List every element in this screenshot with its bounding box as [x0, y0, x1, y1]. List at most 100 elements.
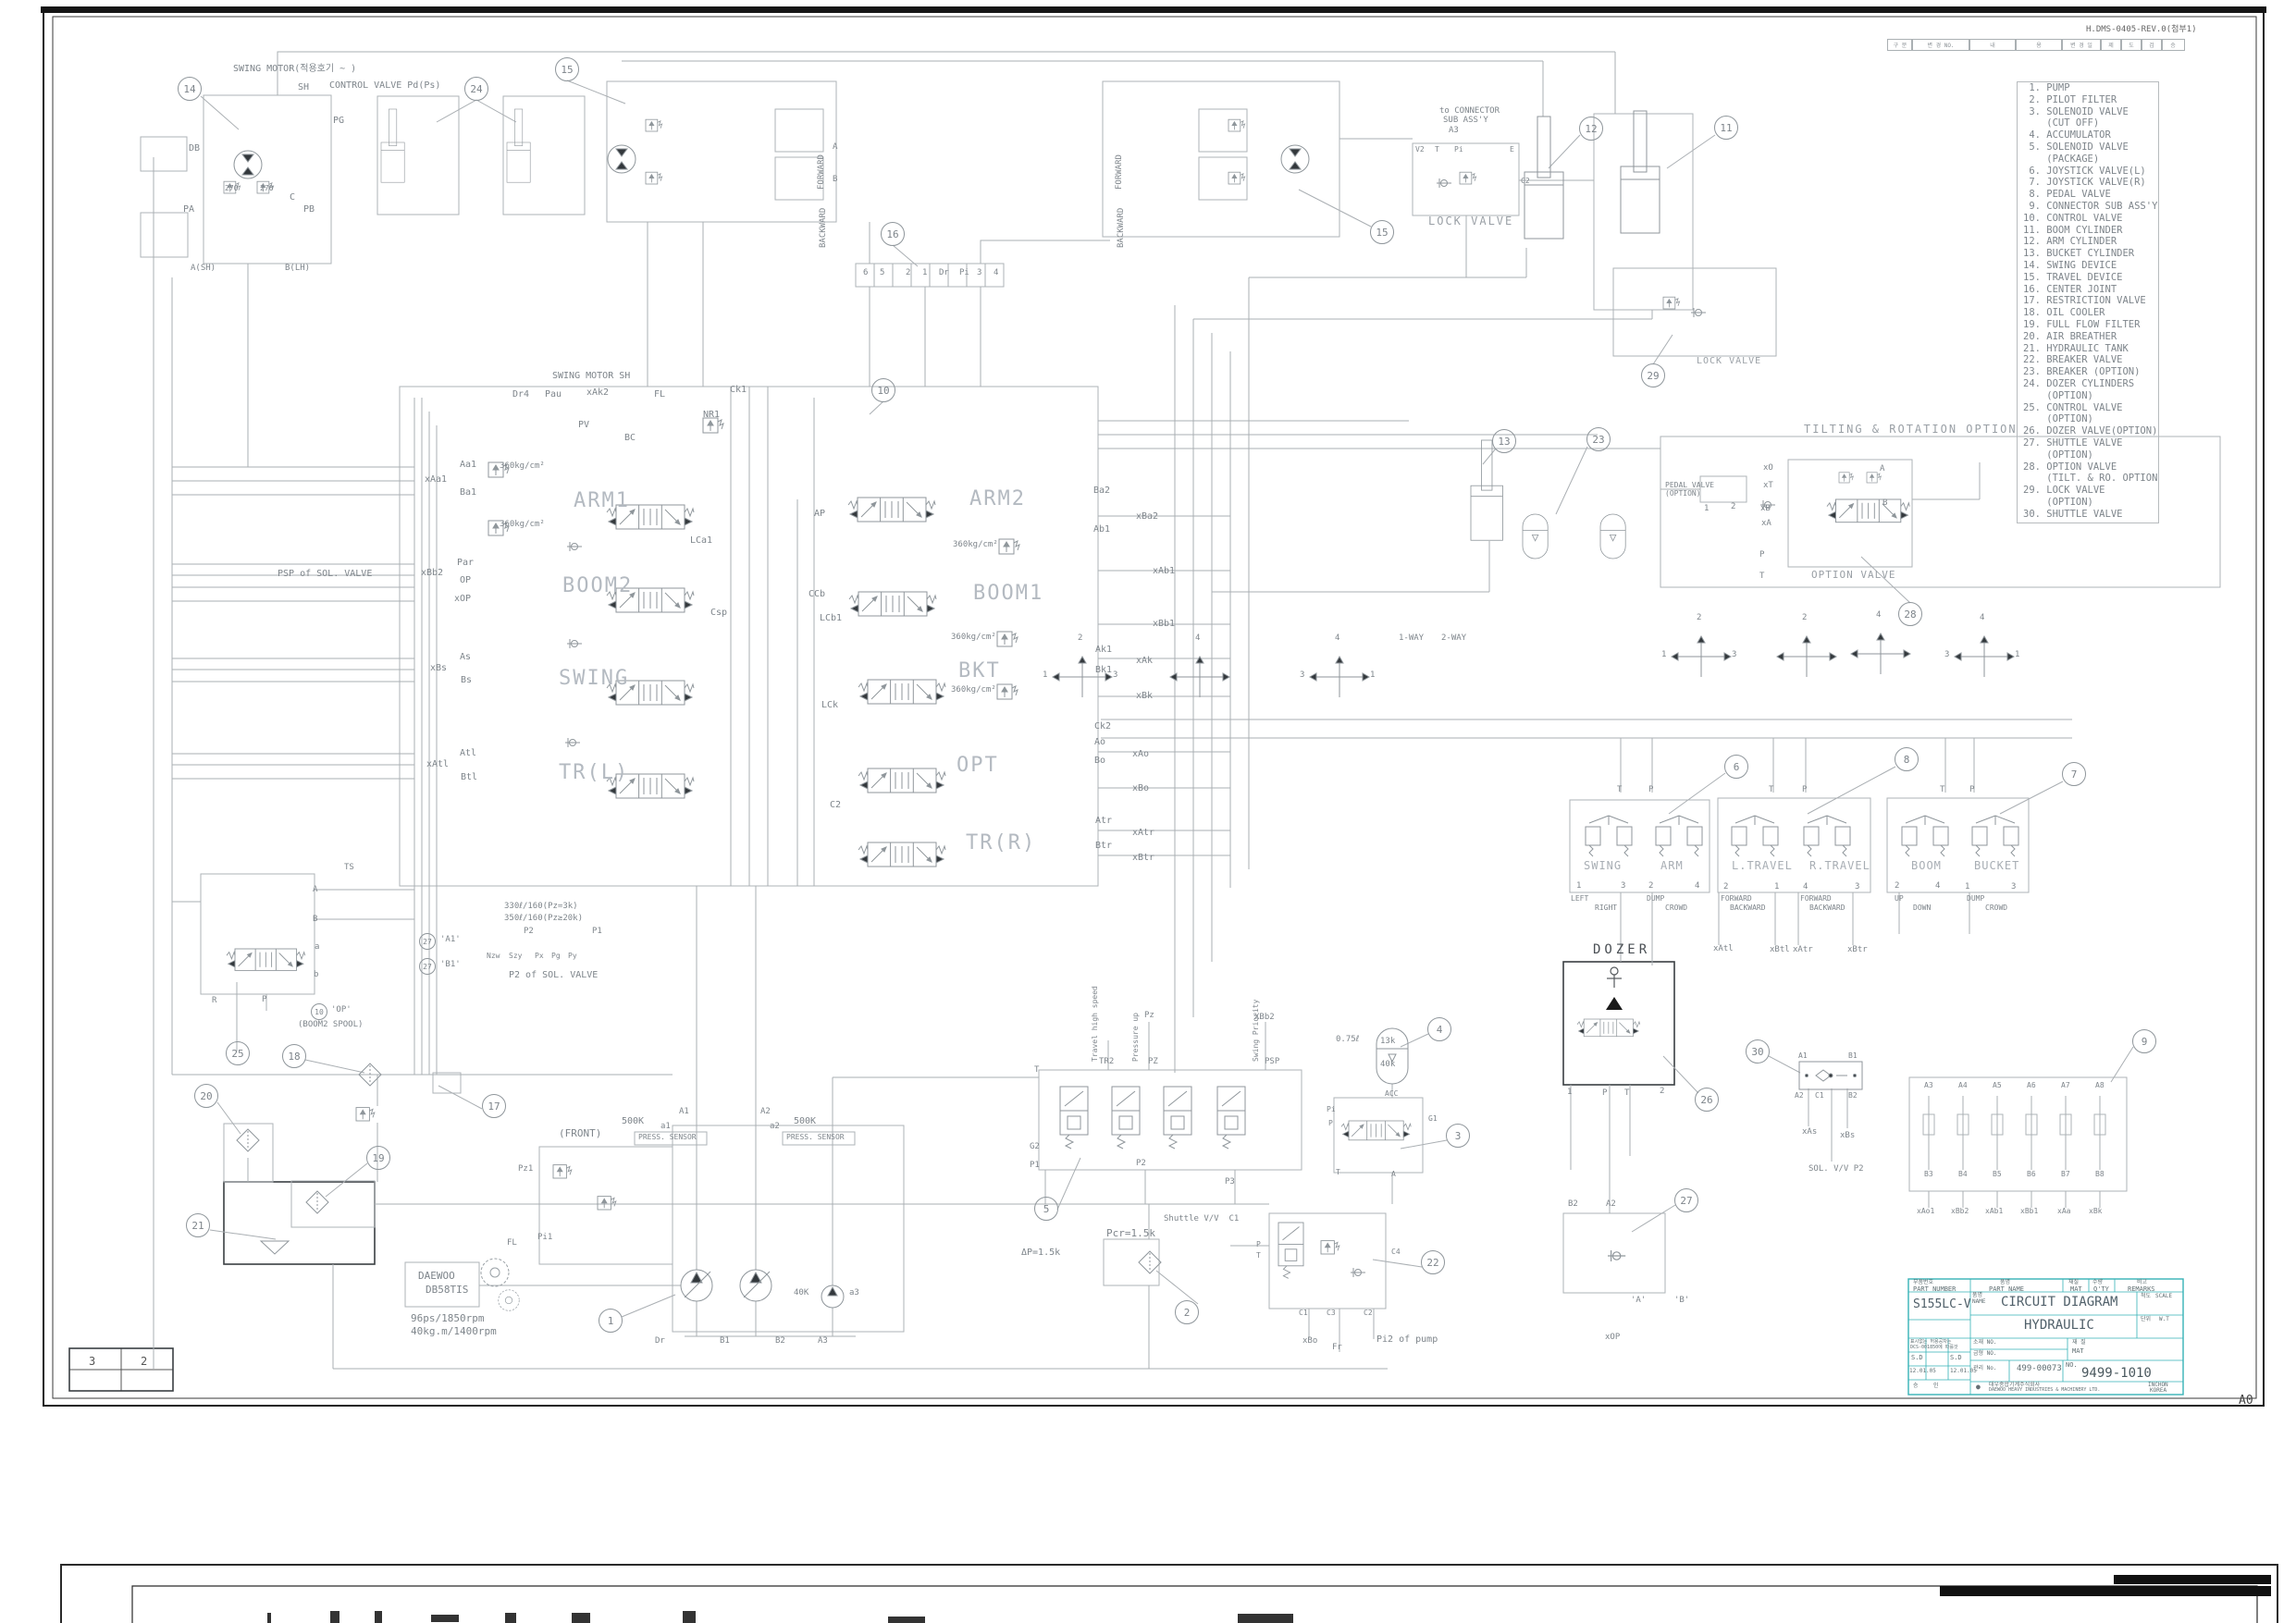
component-box [1198, 156, 1248, 201]
second-sheet-border [60, 1564, 2278, 1623]
diagram-label: Btl [461, 772, 478, 782]
diagram-label: 대우종합기계주식회사 [1989, 1382, 2041, 1388]
relief-symbol [645, 118, 662, 132]
strainer-symbol [260, 1240, 290, 1255]
circuit-line [438, 1085, 483, 1110]
revision-header-cell: 용 [2015, 39, 2063, 51]
parts-list-item: 2. PILOT FILTER [2023, 93, 2117, 105]
diagram-label: FORWARD [817, 154, 826, 190]
diagram-label: C1 [1299, 1309, 1308, 1317]
diagram-label: to CONNECTOR [1439, 106, 1500, 116]
circuit-line [1999, 781, 2064, 815]
diagram-label: 1 [1043, 670, 1048, 680]
diagram-label: P [262, 995, 267, 1004]
sheet-top-bar [41, 6, 2266, 13]
diagram-label: HYDRAULIC [2024, 1318, 2094, 1333]
diagram-label: B6 [2027, 1170, 2036, 1178]
diagram-label: B2 [1848, 1091, 1858, 1100]
circuit-line [1155, 1270, 1199, 1305]
diagram-label: xBo [1132, 783, 1150, 793]
component-box [140, 136, 188, 172]
diagram-label: xAb1 [1153, 566, 1176, 576]
component-box [774, 108, 824, 153]
diagram-label: A [1880, 464, 1885, 473]
diagram-label: T [1336, 1168, 1340, 1176]
diagram-label: A0 [2239, 1394, 2253, 1408]
diagram-label: A(SH) [191, 264, 216, 273]
dvalve-symbol [858, 768, 946, 793]
title-block-border [1907, 1278, 2184, 1396]
solv-symbol [1216, 1086, 1246, 1150]
callout-25: 25 [226, 1041, 250, 1065]
diagram-label: 소재 NO. [1973, 1339, 1997, 1346]
parts-list-item: 6. JOYSTICK VALVE(L) [2023, 165, 2146, 177]
component-box [1198, 108, 1248, 153]
component-box [432, 1072, 462, 1094]
cross-symbol [1052, 656, 1113, 698]
circuit-line [1056, 1157, 1081, 1211]
diagram-label: C2 [1364, 1309, 1373, 1317]
diagram-label: 2-WAY [1441, 633, 1467, 643]
diagram-label: A1 [1798, 1051, 1808, 1060]
callout-7: 7 [2062, 762, 2086, 786]
cyl-symbol [380, 108, 405, 183]
ppair-symbol [1731, 815, 1779, 857]
component-box [1268, 1212, 1387, 1309]
diagram-label: C1 [1815, 1091, 1824, 1100]
diagram-label: 12.01.05 [1909, 1368, 1936, 1374]
diagram-label: MAT [2072, 1347, 2084, 1355]
diagram-label: CIRCUIT DIAGRAM [2001, 1295, 2118, 1309]
component-box [774, 156, 824, 201]
diagram-label: 2 [906, 268, 911, 277]
diagram-label: ● [1976, 1383, 1981, 1391]
component-box [404, 1261, 480, 1308]
relief-symbol [996, 631, 1018, 647]
parts-list-item: 19. FULL FLOW FILTER [2023, 318, 2141, 330]
diagram-label: 관리 No. [1973, 1365, 1997, 1371]
filt-symbol [305, 1190, 329, 1214]
ppair-symbol [1803, 815, 1851, 857]
diagram-label: xBb2 [1951, 1207, 1969, 1215]
component-box [1908, 1076, 2128, 1192]
diagram-label: 2 [1697, 613, 1702, 622]
diagram-label: DAEWOO HEAVY INDUSTRIES & MACHINERY LTD. [1989, 1387, 2101, 1393]
diagram-label: 40k [1380, 1060, 1396, 1069]
diagram-label: NR1 [703, 410, 721, 420]
diagram-label: 1-WAY [1399, 633, 1425, 643]
diagram-label: FORWARD [1115, 154, 1124, 190]
diagram-label: UP [1895, 894, 1904, 903]
circuit-line [200, 95, 240, 130]
circuit-line [436, 99, 477, 123]
diagram-label: SWING [1584, 859, 1623, 872]
diagram-label: 1 [1567, 1088, 1573, 1097]
callout-30: 30 [1746, 1039, 1770, 1064]
cross-symbol [1309, 656, 1370, 698]
relief-symbol [355, 1107, 376, 1122]
component-box [1333, 1097, 1424, 1174]
callout-20: 20 [194, 1084, 218, 1108]
diagram-label: PSP of SOL. VALVE [278, 569, 373, 579]
diagram-label: FORWARD [1721, 894, 1752, 903]
diagram-label: NAME [1972, 1298, 1986, 1305]
diagram-label: XBb2 [1254, 1013, 1275, 1022]
check-symbol [566, 541, 583, 552]
diagram-label: Bs [461, 675, 473, 685]
revision-header-cell: 승 [2161, 39, 2185, 51]
diagram-label: P2 of SOL. VALVE [509, 970, 599, 980]
diagram-label: Pg [551, 952, 561, 960]
callout-15: 15 [1370, 220, 1394, 244]
solv-symbol [1278, 1222, 1304, 1279]
revision-header-cell: 도 [2120, 39, 2142, 51]
second-sheet-border [131, 1585, 2258, 1623]
diagram-label: C2 [830, 800, 842, 810]
diagram-label: xBa2 [1136, 511, 1159, 522]
diagram-label: B1 [720, 1336, 730, 1346]
circuit-line [1555, 446, 1588, 515]
circuit-line [1372, 1259, 1423, 1268]
parts-list-item: 10. CONTROL VALVE [2023, 212, 2123, 224]
diagram-label: BACKWARD [819, 207, 828, 248]
diagram-label: 수량 [2092, 1279, 2104, 1285]
callout-6: 6 [1724, 755, 1748, 779]
circuit-line [1666, 134, 1716, 169]
diagram-label: 2 [1731, 502, 1736, 511]
